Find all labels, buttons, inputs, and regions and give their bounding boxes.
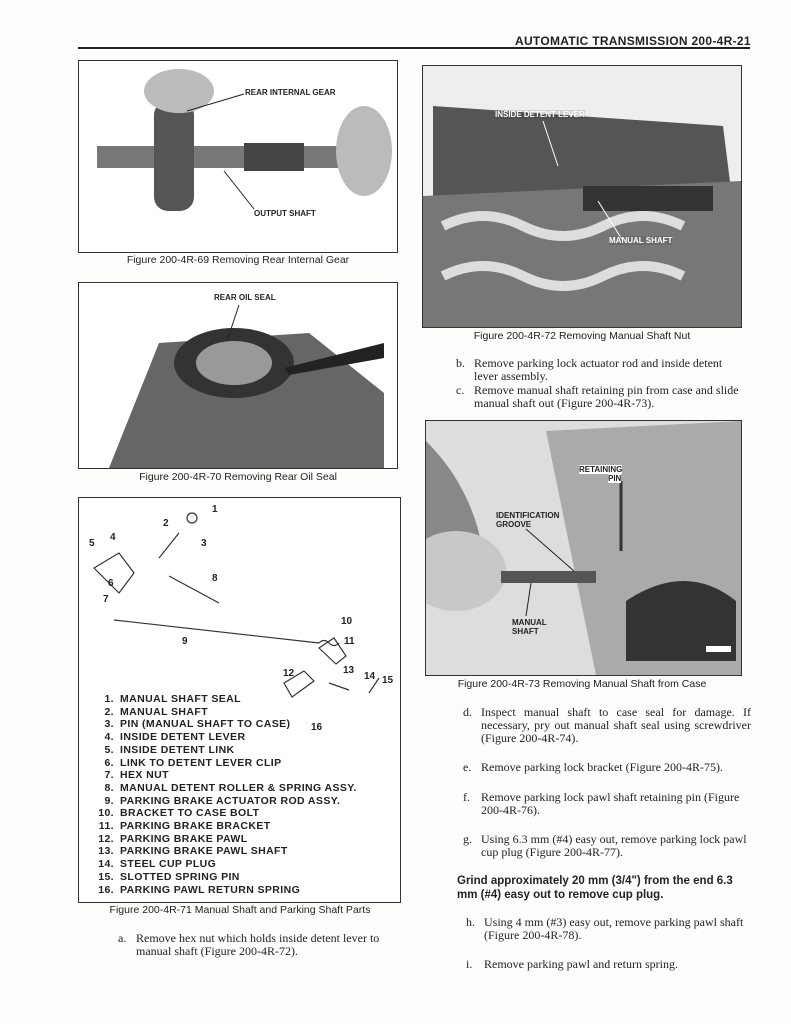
header-rule <box>78 47 750 49</box>
step-g: g.Using 6.3 mm (#4) easy out, remove par… <box>463 832 747 859</box>
exploded-parts-drawing <box>93 512 380 698</box>
label-manual-shaft: MANUAL SHAFT <box>609 236 673 245</box>
callout-13: 13 <box>343 665 355 676</box>
step-h: h.Using 4 mm (#3) easy out, remove parki… <box>466 915 744 942</box>
callout-9: 9 <box>182 636 188 647</box>
parts-list-item: 10.BRACKET TO CASE BOLT <box>98 807 260 820</box>
page-header: AUTOMATIC TRANSMISSION 200-4R-21 <box>515 34 751 48</box>
manual-shaft-removal-illustration <box>426 421 741 675</box>
figure-71-caption: Figure 200-4R-71 Manual Shaft and Parkin… <box>109 904 371 916</box>
parts-list-item: 11.PARKING BRAKE BRACKET <box>98 820 271 833</box>
parts-list-item: 2.MANUAL SHAFT <box>104 705 209 718</box>
figure-69-caption: Figure 200-4R-69 Removing Rear Internal … <box>126 254 350 266</box>
label-output-shaft: OUTPUT SHAFT <box>254 209 316 218</box>
parts-list-item: 5.INSIDE DETENT LINK <box>104 743 235 756</box>
label-identification: IDENTIFICATION <box>496 511 560 520</box>
parts-list-item: 6.LINK TO DETENT LEVER CLIP <box>104 756 282 769</box>
figure-72-caption: Figure 200-4R-72 Removing Manual Shaft N… <box>473 330 691 342</box>
figure-73-caption: Figure 200-4R-73 Removing Manual Shaft f… <box>457 678 707 690</box>
callout-1: 1 <box>212 504 218 515</box>
parts-list-item: 3.PIN (MANUAL SHAFT TO CASE) <box>104 718 291 731</box>
parts-list: 1.MANUAL SHAFT SEAL 2.MANUAL SHAFT 3.PIN… <box>88 693 357 896</box>
label-retaining: RETAINING <box>579 465 623 474</box>
callout-10: 10 <box>341 616 353 627</box>
parts-list-item: 9.PARKING BRAKE ACTUATOR ROD ASSY. <box>104 794 341 807</box>
label-rear-internal-gear: REAR INTERNAL GEAR <box>245 88 336 97</box>
callout-6: 6 <box>108 578 114 589</box>
figure-70-caption: Figure 200-4R-70 Removing Rear Oil Seal <box>139 471 337 483</box>
label-groove: GROOVE <box>496 520 532 529</box>
callout-2: 2 <box>163 518 169 529</box>
step-d: d.Inspect manual shaft to case seal for … <box>463 705 751 745</box>
step-b: b.Remove parking lock actuator rod and i… <box>456 356 723 383</box>
parts-list-item: 13.PARKING BRAKE PAWL SHAFT <box>98 845 288 858</box>
callout-15: 15 <box>382 675 394 686</box>
callout-5: 5 <box>89 538 95 549</box>
parts-list-item: 16.PARKING PAWL RETURN SPRING <box>98 883 301 896</box>
step-f: f.Remove parking lock pawl shaft retaini… <box>463 790 740 817</box>
step-a: a.Remove hex nut which holds inside dete… <box>118 931 380 958</box>
figure-72-image: INSIDE DETENT LEVER MANUAL SHAFT <box>422 65 742 328</box>
figure-70-image: REAR OIL SEAL <box>78 282 398 469</box>
label-rear-oil-seal: REAR OIL SEAL <box>214 293 276 302</box>
step-c: c.Remove manual shaft retaining pin from… <box>456 383 739 410</box>
step-i: i.Remove parking pawl and return spring. <box>466 957 678 971</box>
parts-list-item: 12.PARKING BRAKE PAWL <box>98 832 248 845</box>
step-e: e.Remove parking lock bracket (Figure 20… <box>463 760 723 774</box>
valve-body-illustration <box>423 66 741 327</box>
callout-3: 3 <box>201 538 207 549</box>
label-inside-detent-lever: INSIDE DETENT LEVER <box>495 110 585 119</box>
figure-69-image: REAR INTERNAL GEAR OUTPUT SHAFT <box>78 60 398 253</box>
callout-4: 4 <box>110 532 116 543</box>
callout-8: 8 <box>212 573 218 584</box>
parts-list-item: 4.INSIDE DETENT LEVER <box>104 731 246 744</box>
callout-14: 14 <box>364 671 376 682</box>
figure-71-diagram: 1 2 3 4 5 6 7 8 9 10 11 12 13 14 15 16 <box>78 497 401 903</box>
callout-11: 11 <box>344 636 355 647</box>
grind-note: Grind approximately 20 mm (3/4") from th… <box>457 875 733 901</box>
label-pin: PIN <box>608 474 622 483</box>
callout-12: 12 <box>283 668 295 679</box>
callout-16: 16 <box>311 722 323 733</box>
parts-list-item: 8.MANUAL DETENT ROLLER & SPRING ASSY. <box>104 781 357 794</box>
label-shaft: SHAFT <box>512 627 539 636</box>
output-shaft-illustration <box>97 69 392 211</box>
figure-73-image: RETAINING PIN IDENTIFICATION GROOVE MANU… <box>425 420 742 676</box>
parts-list-item: 1.MANUAL SHAFT SEAL <box>104 693 241 705</box>
parts-list-item: 7.HEX NUT <box>104 769 169 782</box>
callout-7: 7 <box>103 594 109 605</box>
parts-list-item: 15.SLOTTED SPRING PIN <box>98 870 240 883</box>
rear-oil-seal-illustration <box>109 304 384 468</box>
parts-list-item: 14.STEEL CUP PLUG <box>98 858 217 871</box>
label-manual: MANUAL <box>512 618 547 627</box>
